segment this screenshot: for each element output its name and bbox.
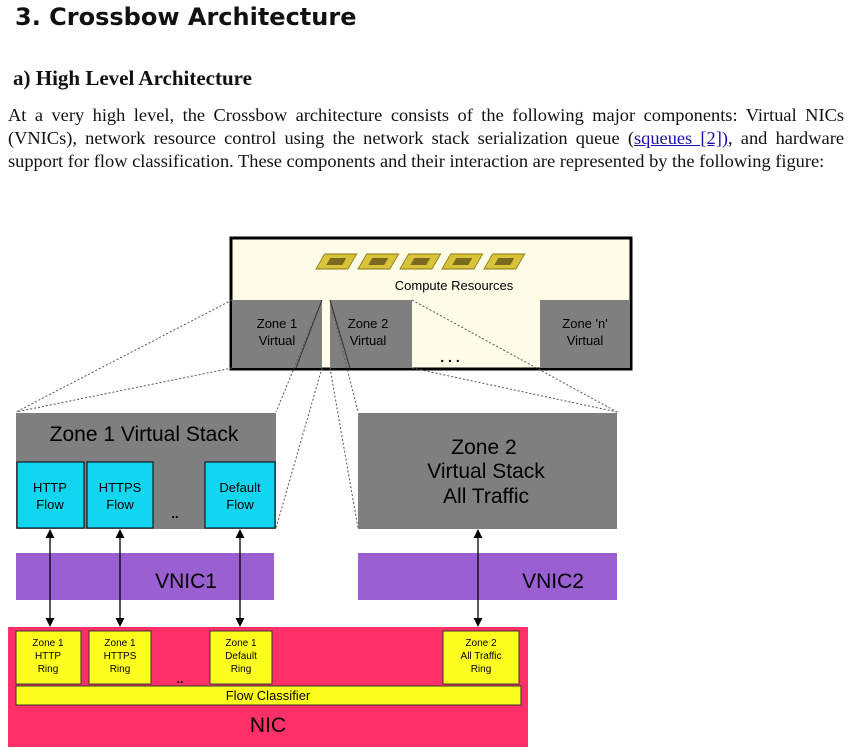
compute-resources-label: Compute Resources [395,278,514,293]
zone2-ring-box [442,630,520,685]
zone2-virtual-label-2: Virtual [350,333,387,348]
vnic2-label: VNIC2 [522,570,584,593]
http-flow-label-2: Flow [36,497,64,512]
zonen-virtual-label: Zone 'n' [562,316,607,331]
https-ring-label-3: Ring [110,664,131,675]
zone2-ring-label-2: All Traffic [461,651,502,662]
section-title: 3. Crossbow Architecture [15,3,357,31]
vnic1-label: VNIC1 [155,570,217,593]
default-ring-label: Zone 1 [225,638,257,649]
zone2-virtual-stack [358,413,617,529]
diagonal-lines [295,299,351,369]
zone2-stack-line2: Virtual Stack [427,460,545,483]
zone1-virtual-label-2: Virtual [259,333,296,348]
squeues-reference-link[interactable]: squeues [2]) [633,128,728,148]
https-ring-label-2: HTTPS [104,651,137,662]
default-ring-label-3: Ring [231,664,252,675]
http-flow-label: HTTP [33,480,67,495]
zone2-virtual-box [330,300,412,368]
ring-ellipsis: .. [177,672,184,686]
zone1-virtual-box [232,300,322,368]
default-flow-label-2: Flow [226,497,254,512]
zone1-virtual-label: Zone 1 [257,316,297,331]
flow-classifier-box [15,685,522,706]
data-path-arrows [45,529,483,627]
http-ring-label-3: Ring [38,664,59,675]
http-ring-label: Zone 1 [32,638,64,649]
intro-paragraph: At a very high level, the Crossbow archi… [8,104,844,173]
subsection-title: a) High Level Architecture [13,66,252,90]
zone-ellipsis: . . . [440,349,459,365]
https-flow-label: HTTPS [99,480,142,495]
flow-classifier-label: Flow Classifier [226,688,311,703]
zone2-virtual-label: Zone 2 [348,316,388,331]
https-flow-box [86,461,154,529]
zonen-virtual-box [540,300,630,368]
paragraph-text-end: , and hardware support for flow classifi… [8,128,844,171]
vnic1-box [16,553,274,600]
zone1-virtual-stack-title: Zone 1 Virtual Stack [50,423,239,446]
default-ring-box [209,630,273,685]
https-ring-label: Zone 1 [104,638,136,649]
default-flow-label: Default [219,480,261,495]
zonen-virtual-label-2: Virtual [567,333,604,348]
default-ring-label-2: Default [225,651,257,662]
zone2-stack-line3: All Traffic [443,485,529,508]
http-ring-box [15,630,82,685]
http-flow-box [16,461,85,529]
nic-label: NIC [250,714,286,737]
flow-ellipsis: .. [171,506,178,521]
https-ring-box [88,630,152,685]
https-flow-label-2: Flow [106,497,134,512]
cpu-chips-icon [315,253,526,270]
http-ring-label-2: HTTP [35,651,61,662]
zone2-stack-line1: Zone 2 [451,436,516,459]
paragraph-text-start: At a very high level, the Crossbow archi… [8,105,844,148]
vnic2-box [358,553,617,600]
zone2-ring-label-3: Ring [471,664,492,675]
default-flow-box [204,461,276,529]
zone2-ring-label: Zone 2 [465,638,497,649]
